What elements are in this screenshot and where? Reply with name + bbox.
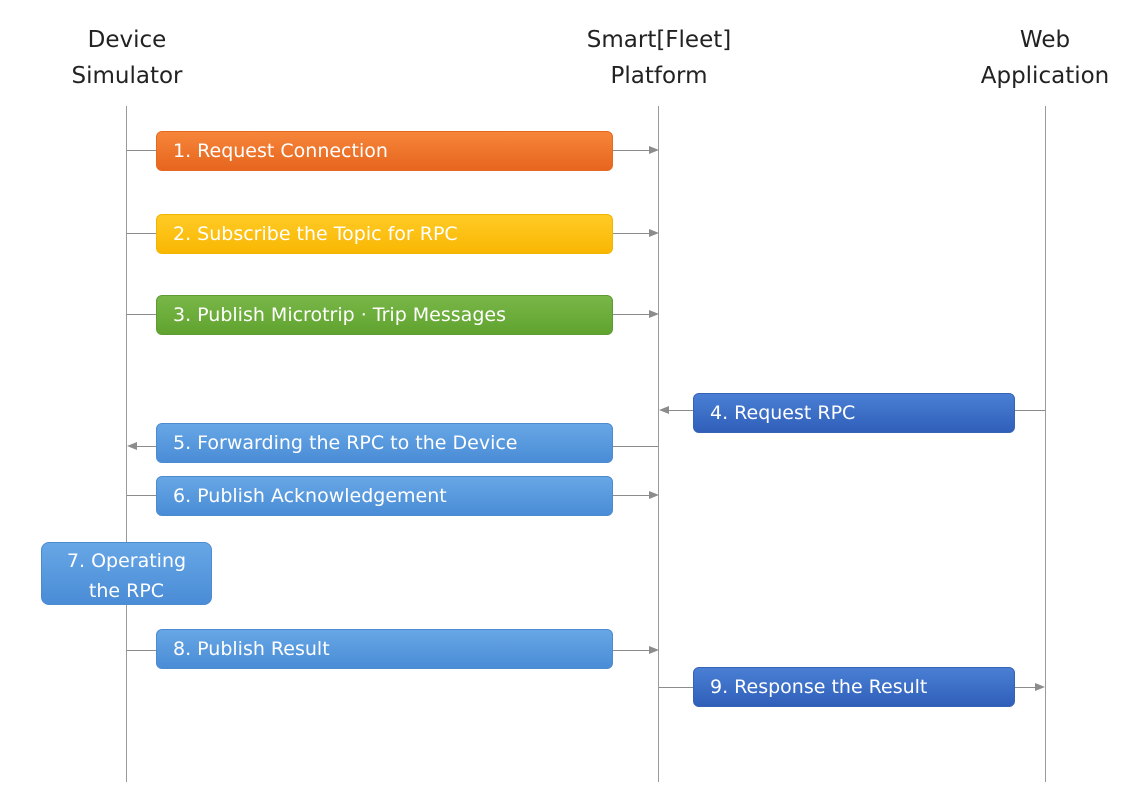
actor-web-application: Web Application: [970, 22, 1120, 94]
actor-device-line2: Simulator: [71, 63, 183, 89]
lifeline-webapp: [1045, 106, 1046, 782]
message-request-connection: 1. Request Connection: [156, 131, 613, 171]
message-publish-acknowledgement: 6. Publish Acknowledgement: [156, 476, 613, 516]
arrow-head-6: [649, 491, 659, 499]
actor-smartfleet-platform: Smart[Fleet] Platform: [574, 22, 744, 94]
lifeline-platform: [658, 106, 659, 782]
arrow-head-3: [649, 310, 659, 318]
actor-device-line1: Device: [87, 27, 167, 53]
message-publish-microtrip: 3. Publish Microtrip · Trip Messages: [156, 295, 613, 335]
arrow-head-2: [649, 229, 659, 237]
message-forwarding-rpc: 5. Forwarding the RPC to the Device: [156, 423, 613, 463]
message-response-result: 9. Response the Result: [693, 667, 1015, 707]
lifeline-device: [126, 106, 127, 782]
note-line1: 7. Operating: [66, 550, 187, 572]
message-request-rpc: 4. Request RPC: [693, 393, 1015, 433]
arrow-head-5: [127, 442, 137, 450]
note-line2: the RPC: [88, 580, 165, 602]
arrow-head-4: [659, 406, 669, 414]
arrow-head-8: [649, 646, 659, 654]
message-publish-result: 8. Publish Result: [156, 629, 613, 669]
message-subscribe-topic: 2. Subscribe the Topic for RPC: [156, 214, 613, 254]
actor-webapp-line1: Web: [1019, 27, 1071, 53]
note-operating-rpc: 7. Operating the RPC: [41, 542, 212, 605]
actor-device-simulator: Device Simulator: [57, 22, 197, 94]
arrow-head-1: [649, 146, 659, 154]
actor-platform-line2: Platform: [610, 63, 708, 89]
actor-webapp-line2: Application: [980, 63, 1110, 89]
arrow-head-9: [1035, 683, 1045, 691]
actor-platform-line1: Smart[Fleet]: [586, 27, 732, 53]
